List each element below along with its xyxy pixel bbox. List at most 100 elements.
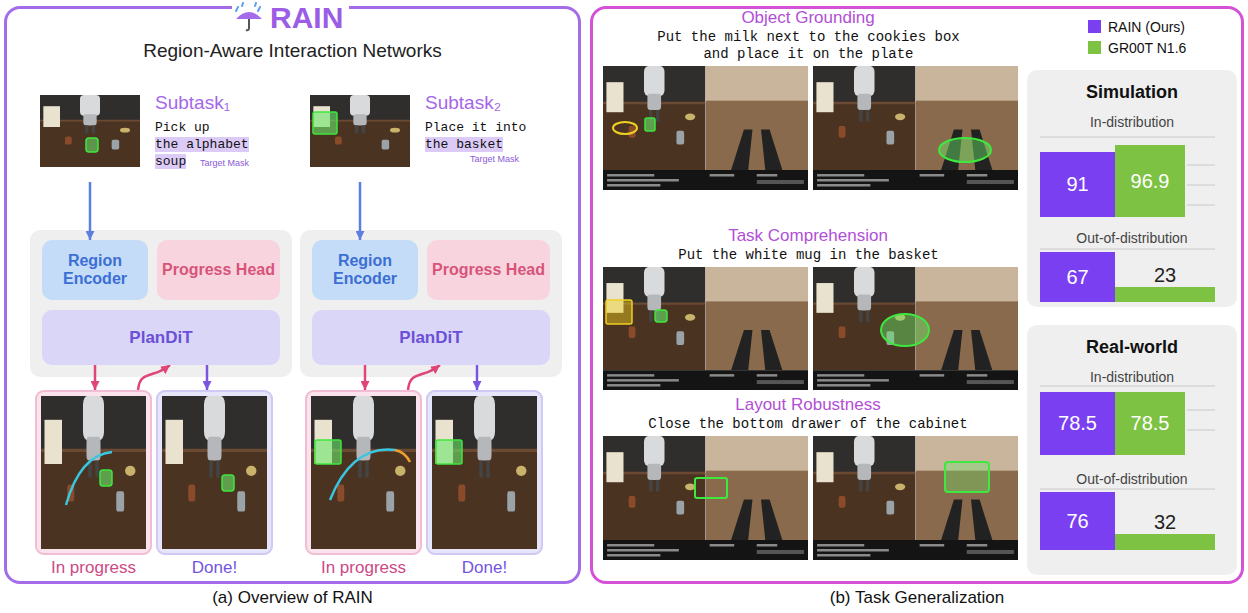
score-bar: 91 [1040, 152, 1115, 217]
progress-head-box: Progress Head [427, 240, 550, 300]
rollout-image [432, 396, 537, 549]
subtask-image [310, 95, 410, 167]
flow-arrow [94, 365, 97, 390]
flow-arrow [206, 365, 209, 390]
task-image [603, 267, 808, 390]
rollout-image [41, 396, 146, 549]
subtitle: Region-Aware Interaction Networks [7, 40, 578, 63]
done-frame: Done! [156, 390, 273, 555]
box-label: Progress Head [432, 261, 545, 279]
grid-line [1040, 489, 1215, 490]
status-label: In progress [307, 558, 420, 578]
rollout-image [311, 396, 416, 549]
instruction-text: Put the white mug in the basket [651, 247, 966, 264]
model-panel [30, 230, 562, 377]
task-image [603, 436, 808, 560]
task-image [655, 310, 667, 322]
legend-row: RAIN (Ours) [1088, 16, 1186, 37]
group-label: Out-of-distribution [1027, 230, 1237, 247]
card-title: Simulation [1027, 82, 1237, 104]
result-card-ground [1027, 70, 1237, 307]
target-phrase: the basket [425, 137, 503, 152]
task-image [945, 462, 989, 492]
task-image [813, 267, 1018, 390]
status-label: Done! [428, 558, 541, 578]
rollout-image [156, 390, 273, 555]
section-title: Object Grounding [598, 8, 1018, 28]
group-label: In-distribution [1027, 114, 1237, 131]
umbrella-icon [246, 19, 249, 30]
rollout-image [35, 390, 543, 555]
score-bar: 67 [1040, 252, 1115, 302]
box-label: 91 [1066, 173, 1088, 196]
instruction-text: Pick up [155, 119, 210, 136]
task-image [939, 138, 991, 162]
rollout-image [66, 452, 112, 505]
task-image [813, 436, 1018, 560]
umbrella-icon [232, 2, 266, 34]
group-label: In-distribution [1027, 369, 1237, 386]
target-mask-tag: Target Mask [200, 158, 249, 169]
box-label: Region Encoder [46, 252, 144, 289]
rollout-image [426, 390, 543, 555]
score-bar: 23 [1115, 287, 1215, 302]
subtask-block: Subtask₁Pick upthe alphabet soupTarget M… [38, 92, 300, 182]
flow-arrow [364, 365, 367, 390]
region-encoder-box: Region Encoder [312, 240, 418, 300]
score-bar: 96.9 [1115, 145, 1185, 217]
box-label: 32 [1115, 511, 1215, 533]
instruction-text: Close the bottom drawer of the cabinet [638, 416, 978, 433]
section-title: Layout Robustness [598, 395, 1018, 415]
target-mask-tag: Target Mask [470, 154, 519, 165]
in-progress-frame: In progress [305, 390, 422, 555]
result-card: Real-worldIn-distributionOut-of-distribu… [1027, 325, 1237, 575]
subtask-image [86, 138, 98, 152]
progress-head-box: Progress Head [157, 240, 280, 300]
task-image [881, 314, 929, 346]
model-panel [300, 230, 562, 377]
grid-line [1187, 410, 1215, 430]
rollout-image [436, 440, 462, 464]
task-image [606, 300, 632, 324]
grid-line [1040, 137, 1215, 489]
status-label: In progress [37, 558, 150, 578]
flow-arrow [408, 365, 440, 390]
subtask-heading: Subtask₁ [155, 92, 230, 115]
box-label: Region Encoder [316, 252, 414, 289]
task-image [645, 118, 655, 131]
result-card-ground [1027, 325, 1237, 575]
subtask-heading: Subtask₂ [425, 92, 501, 115]
umbrella-icon [232, 2, 266, 34]
subtask-block: Subtask₂ Place it intothe basketTarget Ma… [308, 92, 570, 182]
instruction-text: Place it into [425, 119, 526, 136]
task-image [813, 66, 1018, 190]
box-label: 78.5 [1131, 412, 1170, 435]
rollout-image [315, 440, 341, 464]
flow-arrow [89, 182, 92, 240]
group-label: Out-of-distribution [1027, 471, 1237, 488]
result-card: SimulationIn-distributionOut-of-distribu… [1027, 70, 1237, 307]
caption: (a) Overview of RAIN [7, 588, 578, 608]
legend-text: GR00T N1.6 [1108, 40, 1186, 56]
highlight-wrap: the basket [425, 136, 525, 153]
umbrella-icon [236, 3, 260, 11]
grid-line [1040, 137, 1215, 138]
legend: RAIN (Ours) GR00T N1.6 [1088, 16, 1186, 58]
rollout-image [395, 450, 410, 462]
card-title: Real-world [1027, 337, 1237, 359]
rollout-image [305, 390, 422, 555]
box-label: Progress Head [162, 261, 275, 279]
task-image [603, 66, 808, 190]
in-progress-frame: In progress [35, 390, 152, 555]
done-frame: Done! [426, 390, 543, 555]
rollout-image [222, 475, 234, 491]
task-image [613, 122, 637, 134]
box-label: 23 [1115, 264, 1215, 286]
umbrella-icon [236, 12, 262, 19]
grid-line [1040, 386, 1215, 387]
score-bar: 32 [1115, 534, 1215, 550]
subtask-image [313, 112, 337, 134]
model-panel [30, 230, 292, 377]
grid-line [1040, 249, 1215, 250]
